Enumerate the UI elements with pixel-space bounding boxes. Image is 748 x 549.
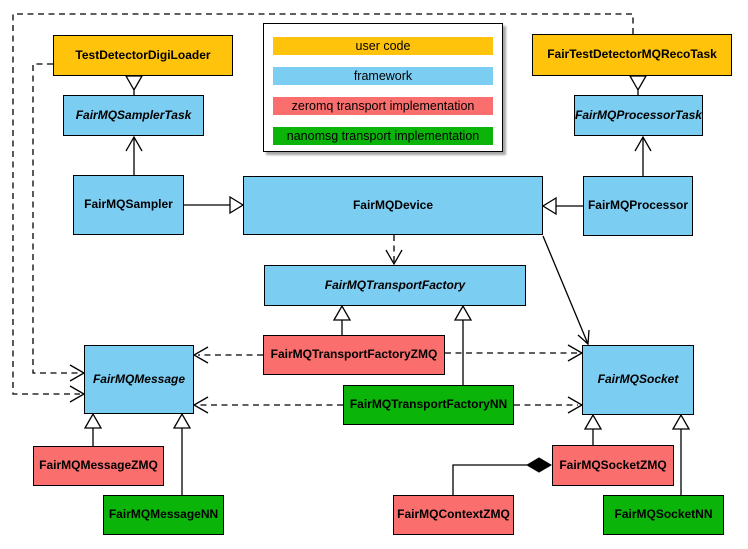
edge-processor-processortask (634, 135, 652, 176)
legend: user code framework zeromq transport imp… (263, 23, 503, 152)
node-fairmqsocket: FairMQSocket (582, 345, 694, 415)
edge-socketnn-socket (671, 413, 691, 495)
edge-processor-device (541, 196, 583, 216)
node-fairmqsampler: FairMQSampler (73, 175, 184, 235)
node-fairmqmessage: FairMQMessage (84, 345, 194, 414)
node-fairmqcontextzmq: FairMQContextZMQ (393, 495, 514, 535)
node-fairmqsamplertask: FairMQSamplerTask (63, 95, 204, 136)
edge-tfnn-message (192, 396, 343, 414)
edge-tfnn-transportfactory (453, 304, 473, 385)
node-fairmqsocketnn: FairMQSocketNN (603, 495, 724, 535)
edge-tfzmq-socket (445, 344, 584, 362)
node-testdetectordigiloader: TestDetectorDigiLoader (53, 35, 233, 76)
legend-item-framework: framework (273, 67, 493, 85)
node-fairmqsocketzmq: FairMQSocketZMQ (552, 445, 674, 486)
edge-sampler-samplertask (125, 135, 143, 175)
edge-sampler-device (184, 195, 245, 215)
legend-item-user-code: user code (273, 37, 493, 55)
node-fairmqmessagezmq: FairMQMessageZMQ (33, 446, 164, 486)
node-fairmqtransportfactory: FairMQTransportFactory (264, 265, 526, 306)
legend-item-zeromq: zeromq transport implementation (273, 97, 493, 115)
edge-device-socket (542, 235, 590, 346)
edge-tfzmq-transportfactory (332, 304, 352, 335)
edge-tfnn-socket (514, 396, 584, 414)
edge-contextzmq-socketzmq (452, 457, 552, 495)
edge-socketzmq-socket (583, 413, 603, 445)
node-fairmqprocessortask: FairMQProcessorTask (574, 95, 703, 136)
legend-item-nanomsg: nanomsg transport implementation (273, 127, 493, 145)
node-fairmqtransportfactoryzmq: FairMQTransportFactoryZMQ (263, 335, 445, 375)
edge-device-transportfactory (385, 235, 403, 266)
edge-tfzmq-message (192, 346, 263, 364)
edge-messagenn-message (172, 412, 192, 495)
node-fairmqdevice: FairMQDevice (243, 176, 543, 235)
node-fairtestdetectormqrecotask: FairTestDetectorMQRecoTask (532, 34, 732, 76)
edge-digiloader-samplertask (124, 75, 144, 95)
node-fairmqprocessor: FairMQProcessor (583, 176, 693, 236)
edge-recotask-processortask (628, 75, 648, 95)
edge-messagezmq-message (83, 412, 103, 446)
node-fairmqtransportfactorynn: FairMQTransportFactoryNN (343, 385, 514, 425)
node-fairmqmessagenn: FairMQMessageNN (103, 495, 224, 535)
